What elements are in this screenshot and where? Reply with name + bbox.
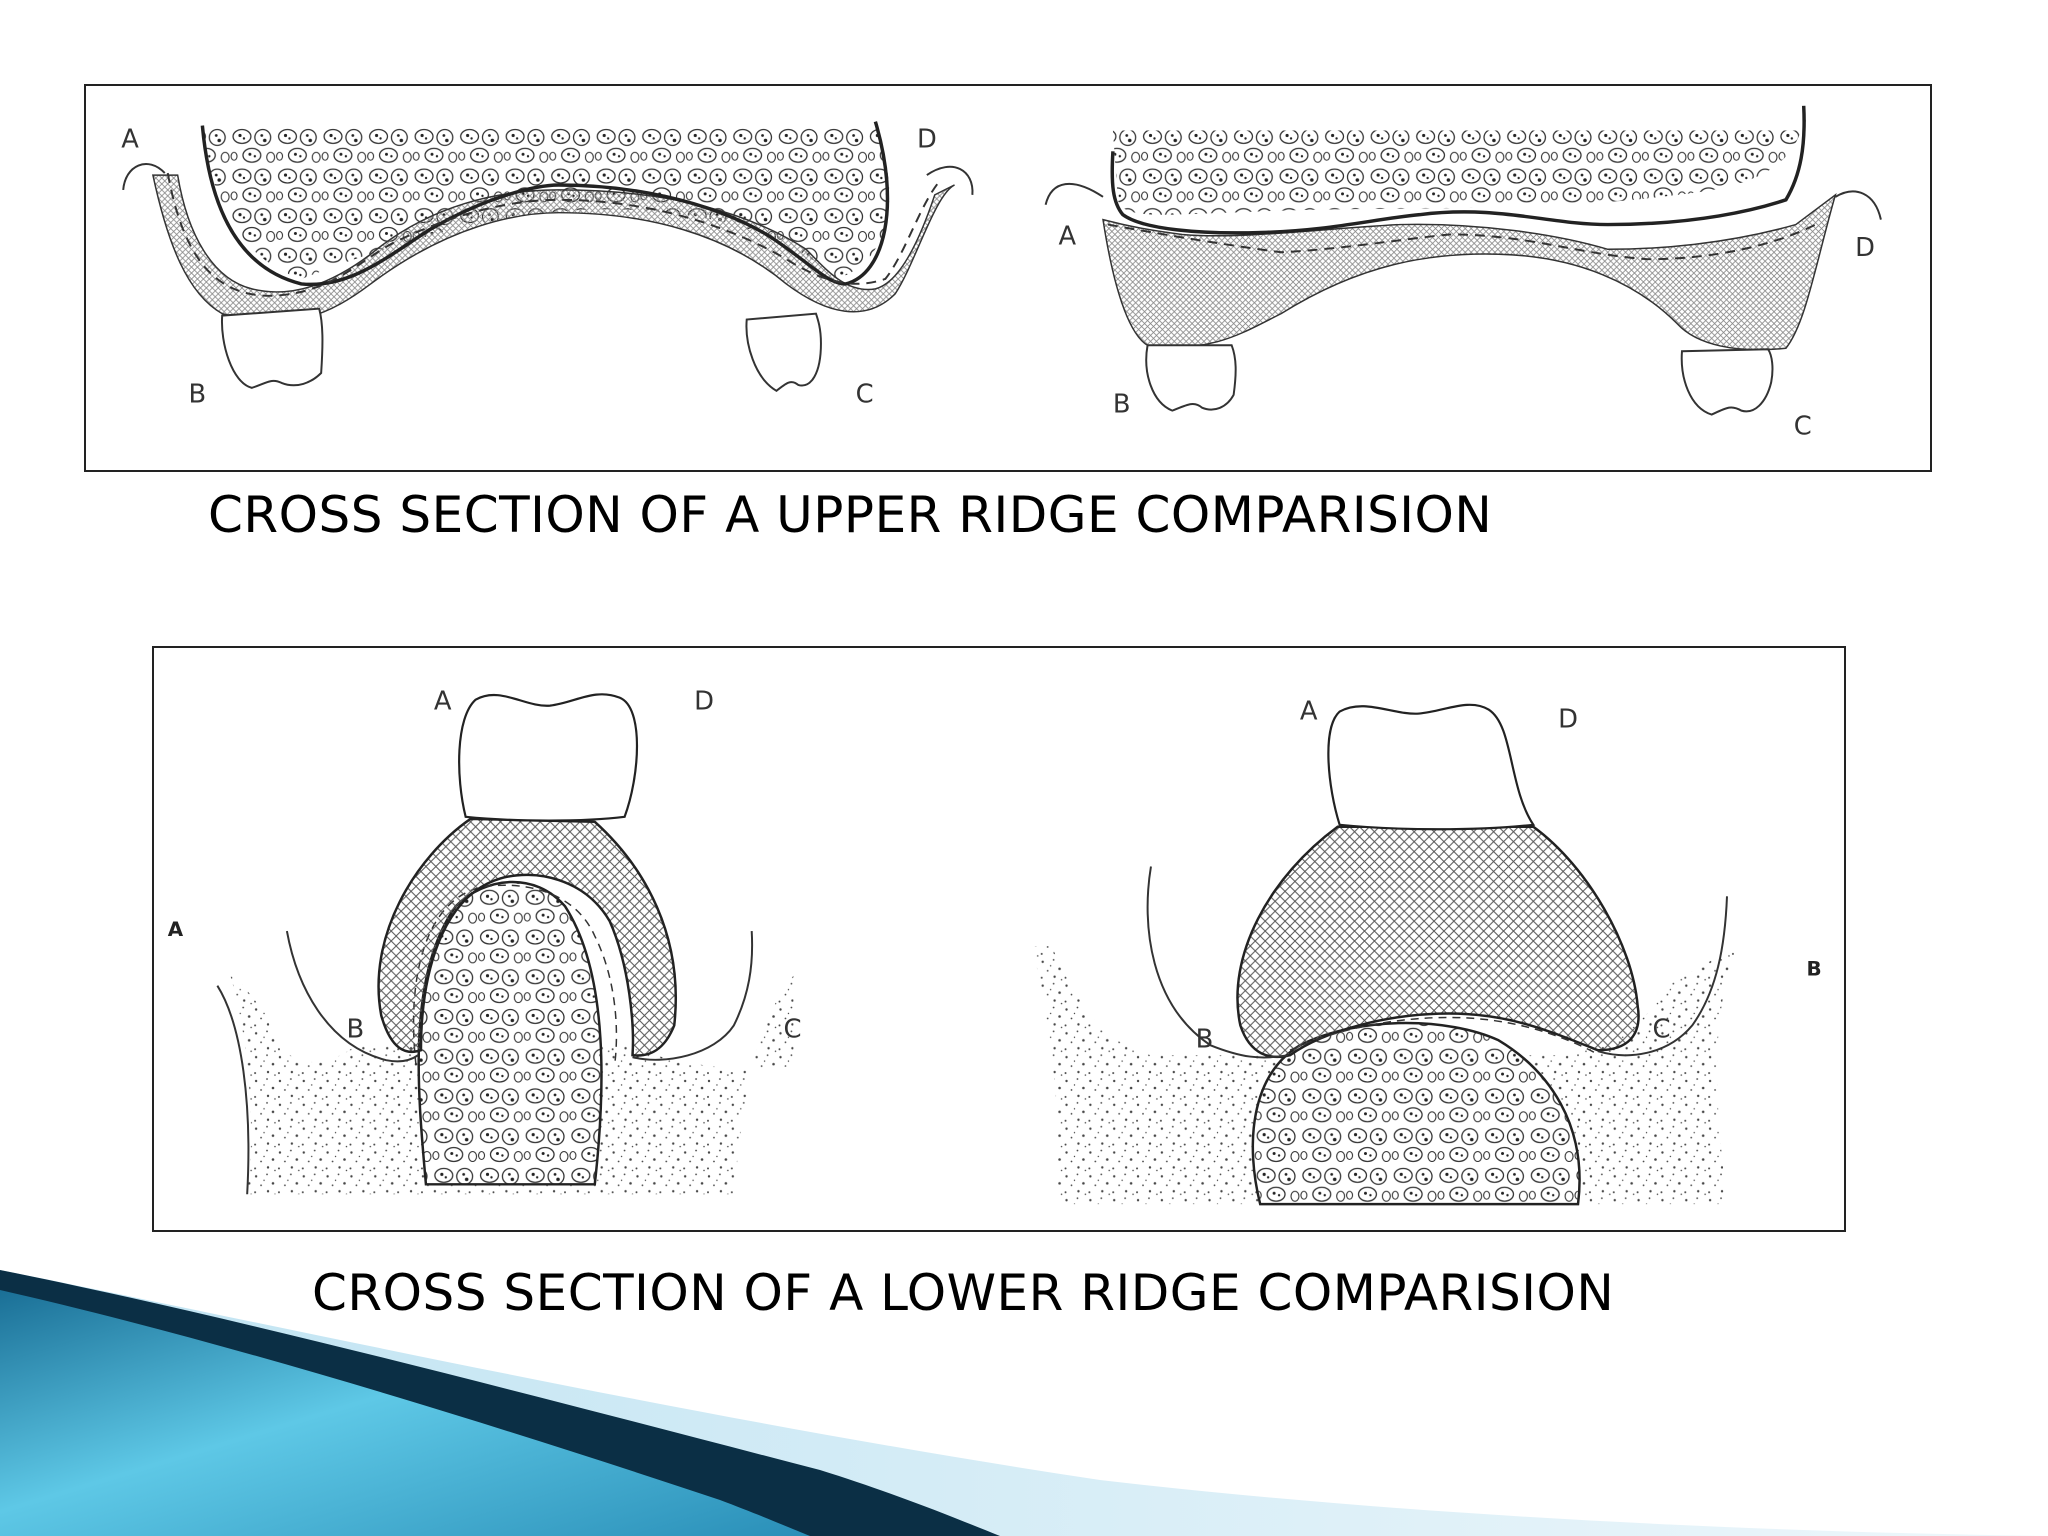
upper-left-label-a: A — [121, 124, 139, 154]
upper-left-label-b: B — [189, 380, 207, 410]
lower-right-ridge: B A B C D — [1032, 697, 1822, 1205]
lower-left-label-c: C — [783, 1014, 801, 1044]
upper-left-label-d: D — [917, 124, 937, 154]
upper-left-ridge: A B C D — [121, 122, 972, 410]
lower-left-label-outer: A — [168, 918, 184, 941]
upper-left-tooth-c — [746, 314, 820, 391]
lower-right-label-c: C — [1653, 1014, 1671, 1044]
upper-right-lip-d — [1835, 191, 1881, 219]
upper-right-lip-a — [1046, 184, 1103, 205]
upper-ridge-figure: A B C D A B C D — [86, 86, 1930, 470]
upper-right-cancellous-bone — [1113, 116, 1806, 215]
upper-ridge-diagram-panel: A B C D A B C D — [84, 84, 1932, 472]
lower-right-label-b: B — [1196, 1024, 1214, 1054]
lower-right-denture-base — [1237, 827, 1638, 1057]
lower-right-label-a: A — [1300, 697, 1318, 727]
upper-right-base — [1103, 195, 1835, 350]
lower-ridge-figure: A A B C D B A B C D — [154, 648, 1844, 1230]
lower-right-label-d: D — [1558, 704, 1578, 734]
upper-right-ridge: A B C D — [1046, 106, 1881, 442]
lower-right-tooth — [1328, 705, 1533, 829]
lower-right-cancellous-bone — [1253, 1023, 1580, 1204]
upper-left-tooth-b — [222, 309, 322, 388]
upper-right-tooth-c — [1682, 349, 1773, 414]
upper-ridge-caption: CROSS SECTION OF A UPPER RIDGE COMPARISI… — [208, 486, 1492, 544]
lower-left-tooth — [459, 694, 637, 820]
lower-left-label-b: B — [346, 1014, 364, 1044]
upper-right-label-c: C — [1794, 411, 1812, 441]
lower-right-label-outer: B — [1806, 958, 1821, 981]
lower-left-label-d: D — [694, 687, 714, 717]
upper-right-label-a: A — [1058, 221, 1076, 251]
upper-left-label-c: C — [856, 380, 874, 410]
footer-swoosh-decoration — [0, 1270, 2048, 1536]
upper-right-tooth-b — [1146, 345, 1235, 410]
lower-left-label-a: A — [434, 687, 452, 717]
lower-ridge-diagram-panel: A A B C D B A B C D — [152, 646, 1846, 1232]
lower-left-ridge: A A B C D — [168, 687, 802, 1195]
upper-right-label-d: D — [1855, 233, 1875, 263]
upper-right-label-b: B — [1113, 390, 1131, 420]
